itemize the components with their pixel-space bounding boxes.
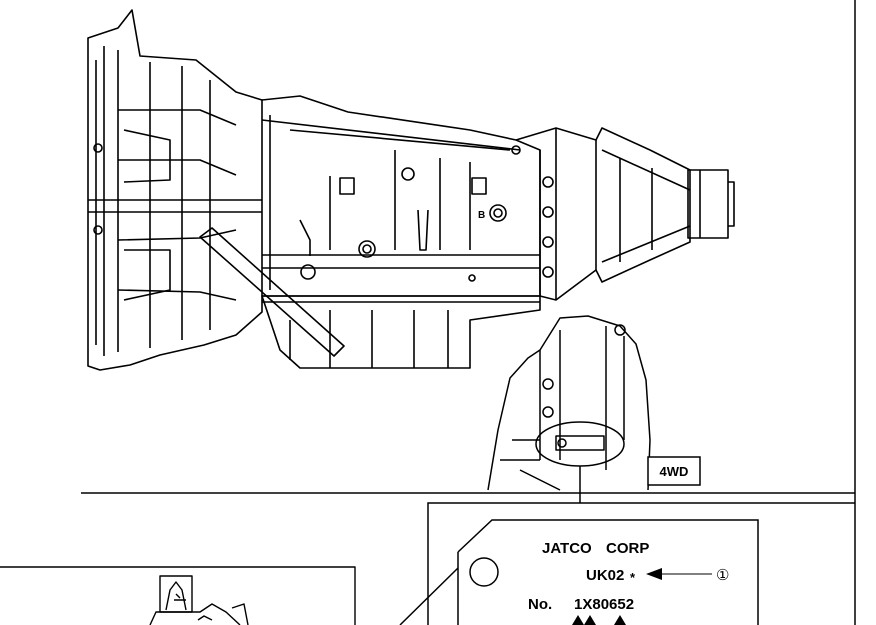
id-plate-serial: 1X80652: [574, 596, 634, 613]
id-plate-detail: [399, 502, 855, 625]
variant-badge: [647, 456, 701, 486]
id-plate-no-label: No.: [528, 596, 552, 613]
rear-detail-drawing: [487, 315, 651, 503]
callout-b: B: [478, 210, 485, 221]
id-plate-model-code: UK02: [586, 567, 624, 584]
frame-lines: [81, 0, 856, 625]
arrow-left-icon: [646, 568, 712, 580]
variant-label: 4WD: [660, 464, 689, 479]
id-plate-maker: JATCO: [542, 540, 592, 557]
transmission-assembly-drawing: [87, 9, 735, 371]
id-plate-model-mark: *: [630, 570, 636, 585]
id-plate-corp: CORP: [606, 540, 649, 557]
triangle-marks-icon: [572, 615, 626, 625]
lower-left-component-drawing: [0, 566, 356, 625]
callout-number: ①: [716, 567, 729, 584]
